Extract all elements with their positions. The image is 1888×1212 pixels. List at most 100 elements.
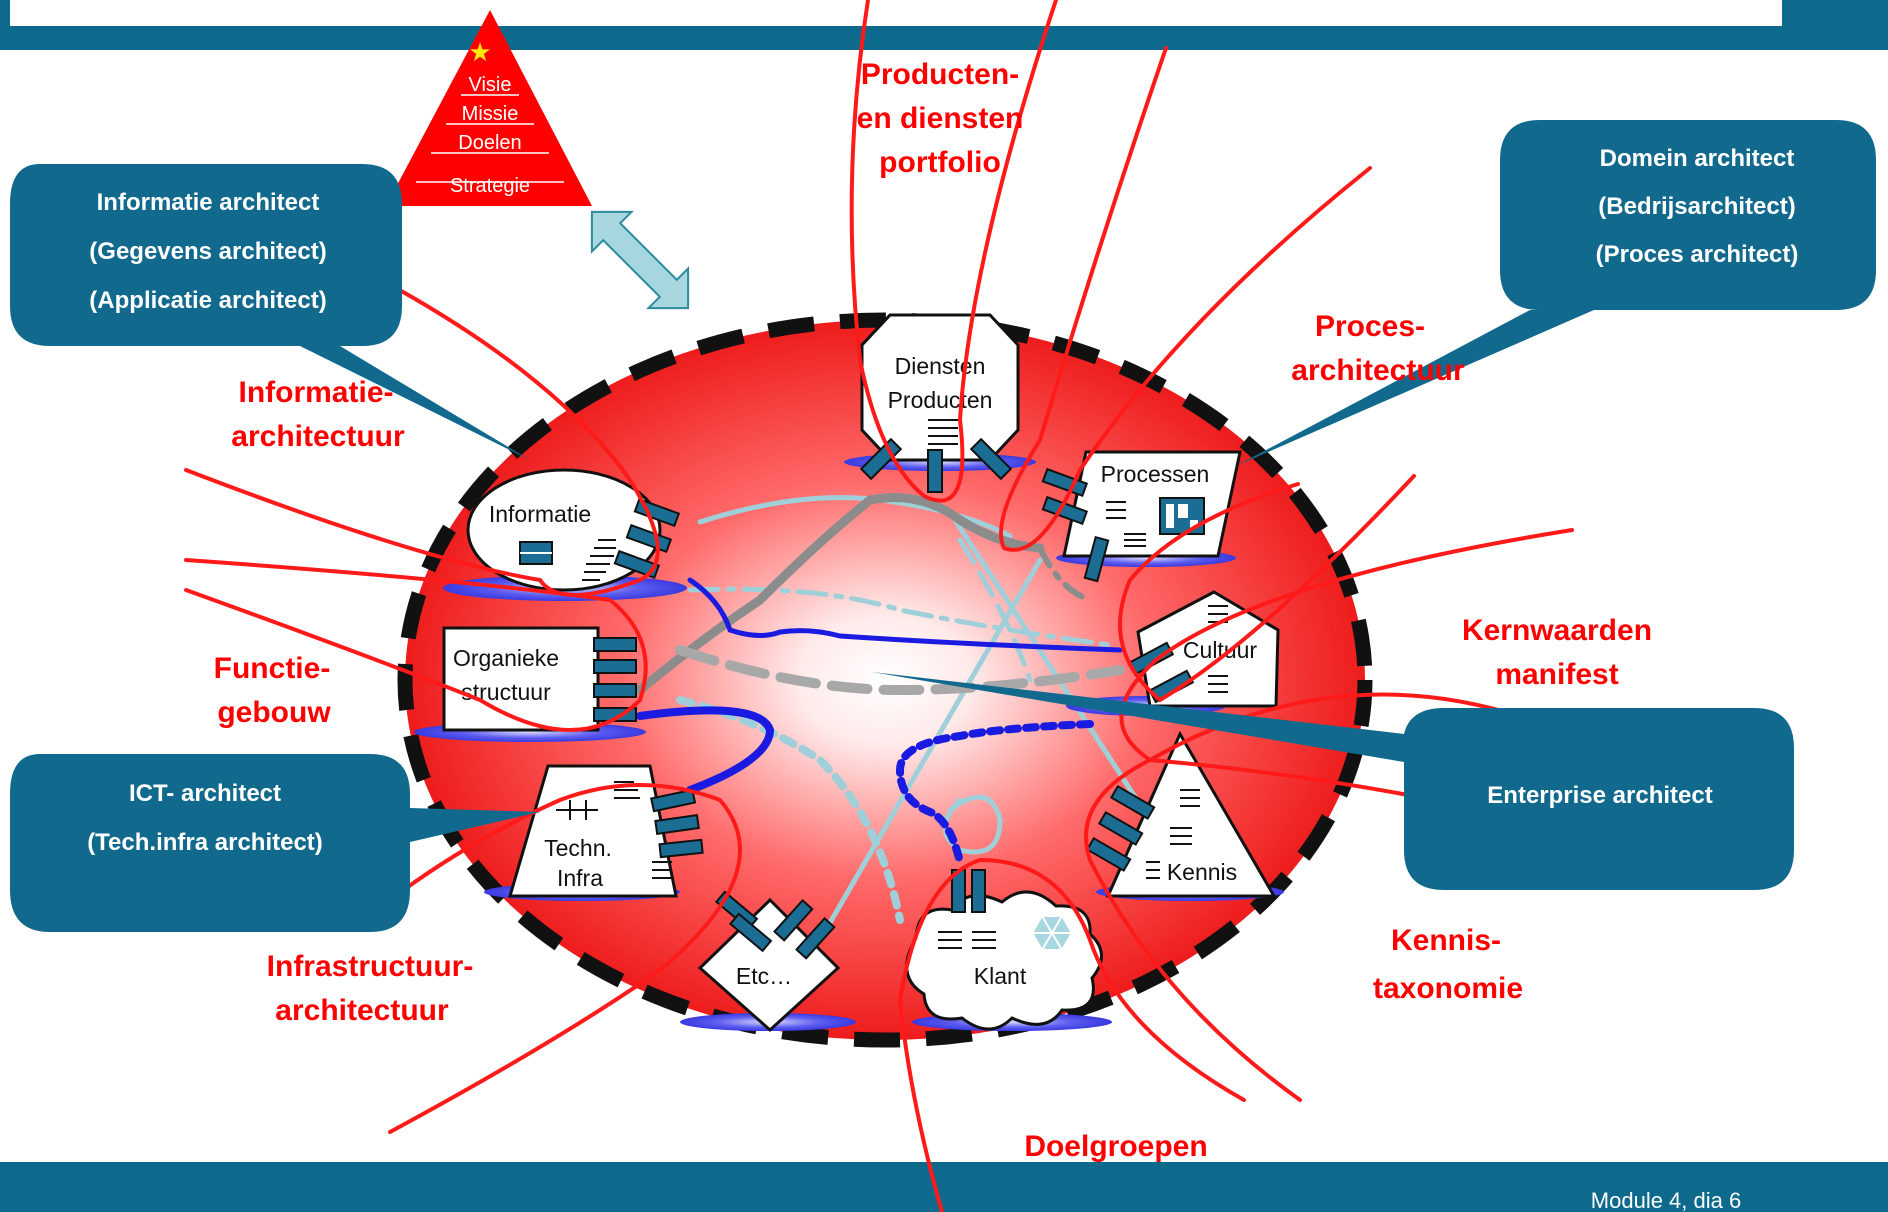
port-connector xyxy=(1041,495,1089,526)
port-connector xyxy=(593,659,637,674)
domain-labels: Producten- en diensten portfolio Proces-… xyxy=(214,58,1652,1163)
connector-lines xyxy=(635,493,1153,943)
domain-label-functie: gebouw xyxy=(217,696,331,729)
node-label: structuur xyxy=(461,679,551,705)
blue-connection-line xyxy=(636,706,775,794)
port-connector xyxy=(593,683,637,698)
port-connector xyxy=(1085,836,1132,872)
domain-boundary-line xyxy=(388,783,742,1134)
callout-subtitle: (Proces architect) xyxy=(1596,241,1799,268)
node-processen: Processen xyxy=(1041,450,1242,583)
domain-label-producten: en diensten xyxy=(857,102,1024,135)
port-connector xyxy=(729,912,773,953)
port-connector xyxy=(773,898,814,942)
port-connector xyxy=(971,869,986,913)
port-connector xyxy=(1097,810,1144,846)
callout-ict-architect: ICT- architect (Tech.infra architect) xyxy=(10,754,540,932)
domain-label-kennis: Kennis- xyxy=(1391,924,1501,957)
node-label: Informatie xyxy=(489,501,591,527)
domain-label-infra: Infrastructuur- xyxy=(267,950,474,983)
node-etc: Etc… xyxy=(697,890,841,1033)
callout-subtitle: (Applicatie architect) xyxy=(89,287,326,314)
pyramid-level: Strategie xyxy=(450,175,530,197)
port-connector xyxy=(927,449,943,493)
callout-title: Domein architect xyxy=(1600,145,1795,172)
port-connector xyxy=(1083,535,1110,583)
slide-footer: Module 4, dia 6 xyxy=(1591,1188,1741,1212)
port-connector xyxy=(1041,467,1089,498)
node-label: Etc… xyxy=(736,963,792,989)
text-lines-icon xyxy=(1106,501,1146,547)
domain-label-functie: Functie- xyxy=(214,652,331,685)
domain-label-doelgroepen: Doelgroepen xyxy=(1024,1130,1207,1163)
domain-label-kernwaarden: manifest xyxy=(1495,658,1618,691)
domain-boundary-line xyxy=(897,857,1246,1212)
domain-label-kennis: taxonomie xyxy=(1373,972,1523,1005)
blue-connection-line xyxy=(895,720,1094,866)
gray-connection-line xyxy=(635,493,1045,695)
node-organieke-structuur: Organieke structuur xyxy=(442,626,637,732)
port-connector xyxy=(593,637,637,652)
callout-informatie-architect: Informatie architect (Gegevens architect… xyxy=(10,164,530,460)
network-icon xyxy=(556,800,598,820)
port-connector xyxy=(658,838,704,859)
callout-domein-architect: Domein architect (Bedrijsarchitect) (Pro… xyxy=(1236,120,1876,466)
bidirectional-arrow xyxy=(590,210,690,310)
node-label: Kennis xyxy=(1167,859,1237,885)
text-lines-icon xyxy=(582,539,616,581)
node-label: Infra xyxy=(557,865,603,891)
callout-title: Informatie architect xyxy=(97,189,320,216)
port-connector xyxy=(859,437,903,481)
light-connection-line xyxy=(817,557,1043,943)
port-connector xyxy=(625,523,673,554)
gray-connection-line xyxy=(675,645,1125,696)
pyramid-level: Visie xyxy=(469,74,512,96)
text-lines-icon xyxy=(1146,789,1200,879)
callout-subtitle: (Tech.infra architect) xyxy=(87,829,323,856)
star-icon: ★ xyxy=(468,37,491,67)
light-connection-line xyxy=(957,537,1033,683)
callout-enterprise-architect: Enterprise architect xyxy=(872,672,1794,890)
node-techn-infra: Techn. Infra xyxy=(507,764,704,898)
port-connector xyxy=(1109,784,1156,820)
text-lines-icon xyxy=(928,419,958,445)
domain-boundary-line xyxy=(184,558,648,732)
callout-subtitle: (Gegevens architect) xyxy=(89,238,326,265)
gray-connection-line xyxy=(1037,545,1093,603)
domain-boundary-line xyxy=(999,46,1372,552)
domain-boundary-line xyxy=(184,286,660,597)
port-connector xyxy=(969,437,1013,481)
node-klant: Klant xyxy=(905,869,1103,1031)
pyramid-level: Doelen xyxy=(458,132,521,154)
domain-label-proces: Proces- xyxy=(1315,310,1425,343)
node-diensten-producten: Diensten Producten xyxy=(859,313,1020,493)
domain-boundary-line xyxy=(1119,528,1584,763)
domain-label-informatie: architectuur xyxy=(231,420,405,453)
strategy-pyramid: ★ Visie Missie Doelen Strategie xyxy=(386,10,592,206)
node-label: Techn. xyxy=(544,835,612,861)
domain-label-informatie: Informatie- xyxy=(238,376,393,409)
pyramid-level: Missie xyxy=(462,103,519,125)
text-lines-icon xyxy=(614,781,672,879)
window-icon xyxy=(1159,497,1205,535)
domain-label-producten: Producten- xyxy=(861,58,1019,91)
domain-label-producten: portfolio xyxy=(879,146,1001,179)
node-label: Klant xyxy=(974,963,1027,989)
callout-subtitle: (Bedrijsarchitect) xyxy=(1598,193,1795,220)
domain-label-infra: architectuur xyxy=(275,994,449,1027)
node-label: Producten xyxy=(888,387,993,413)
port-connector xyxy=(613,549,661,580)
node-label: Processen xyxy=(1101,461,1210,487)
footer-bar xyxy=(0,1162,1888,1212)
domain-label-kernwaarden: Kernwaarden xyxy=(1462,614,1652,647)
domain-boundary-line xyxy=(849,0,1058,503)
node-label: Organieke xyxy=(453,645,559,671)
port-connector xyxy=(795,916,836,960)
blue-connection-line xyxy=(687,577,1123,653)
hexagon-icon xyxy=(1030,915,1074,951)
header-bar xyxy=(0,0,1888,50)
callout-title: ICT- architect xyxy=(129,780,281,807)
node-label: Diensten xyxy=(895,353,986,379)
node-kennis: Kennis xyxy=(1085,730,1277,898)
